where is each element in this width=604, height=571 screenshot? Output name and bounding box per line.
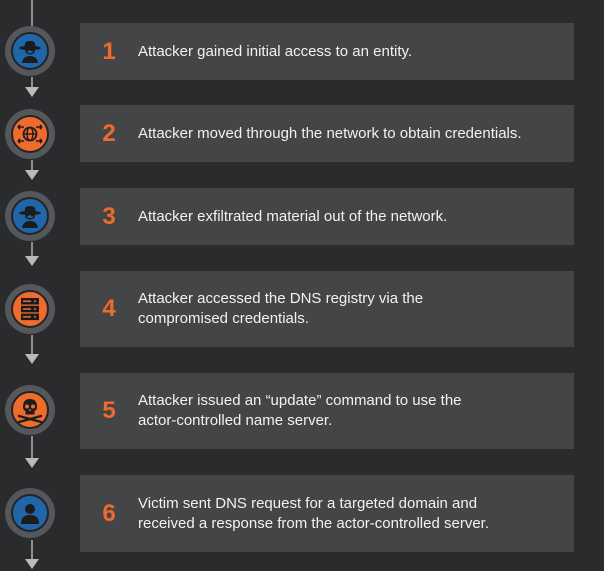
hacker-icon bbox=[11, 197, 49, 235]
timeline-connector bbox=[31, 436, 33, 462]
step-text: Victim sent DNS request for a targeted d… bbox=[138, 494, 489, 532]
step-text: Attacker issued an “update” command to u… bbox=[138, 392, 462, 429]
step-5-node bbox=[5, 385, 55, 435]
step-text: Attacker moved through the network to ob… bbox=[138, 124, 522, 142]
step-text: Attacker gained initial access to an ent… bbox=[138, 42, 413, 60]
step-number: 6 bbox=[102, 499, 116, 527]
step-box-4: 4 Attacker accessed the DNS registry via… bbox=[80, 271, 574, 347]
step-text: Attacker exfiltrated material out of the… bbox=[138, 207, 448, 225]
arrow-down-icon bbox=[25, 458, 39, 468]
step-3-node bbox=[5, 191, 55, 241]
step-text: Attacker accessed the DNS registry via t… bbox=[138, 290, 424, 327]
step-2-node bbox=[5, 109, 55, 159]
timeline-connector bbox=[31, 242, 33, 260]
arrow-down-icon bbox=[25, 559, 39, 569]
arrow-down-icon bbox=[25, 87, 39, 97]
skull-crossbones-icon bbox=[11, 391, 49, 429]
step-box-2: 2 Attacker moved through the network to … bbox=[80, 105, 574, 162]
hacker-icon bbox=[11, 32, 49, 70]
timeline-connector bbox=[31, 335, 33, 358]
step-number: 1 bbox=[102, 37, 116, 65]
step-number: 4 bbox=[102, 295, 116, 322]
step-4-node bbox=[5, 284, 55, 334]
user-icon bbox=[11, 494, 49, 532]
step-box-5: 5 Attacker issued an “update” command to… bbox=[80, 373, 574, 449]
step-1-node bbox=[5, 26, 55, 76]
step-number: 2 bbox=[102, 119, 116, 147]
timeline-connector bbox=[31, 0, 33, 26]
network-globe-icon bbox=[11, 115, 49, 153]
step-box-6: 6 Victim sent DNS request for a targeted… bbox=[80, 475, 574, 552]
server-icon bbox=[11, 290, 49, 328]
step-number: 5 bbox=[102, 397, 116, 424]
timeline-connector bbox=[31, 77, 33, 91]
step-6-node bbox=[5, 488, 55, 538]
timeline-connector bbox=[31, 160, 33, 174]
arrow-down-icon bbox=[25, 170, 39, 180]
step-number: 3 bbox=[102, 202, 116, 230]
arrow-down-icon bbox=[25, 256, 39, 266]
arrow-down-icon bbox=[25, 354, 39, 364]
step-box-3: 3 Attacker exfiltrated material out of t… bbox=[80, 188, 574, 245]
step-box-1: 1 Attacker gained initial access to an e… bbox=[80, 23, 574, 80]
timeline-connector bbox=[31, 540, 33, 560]
